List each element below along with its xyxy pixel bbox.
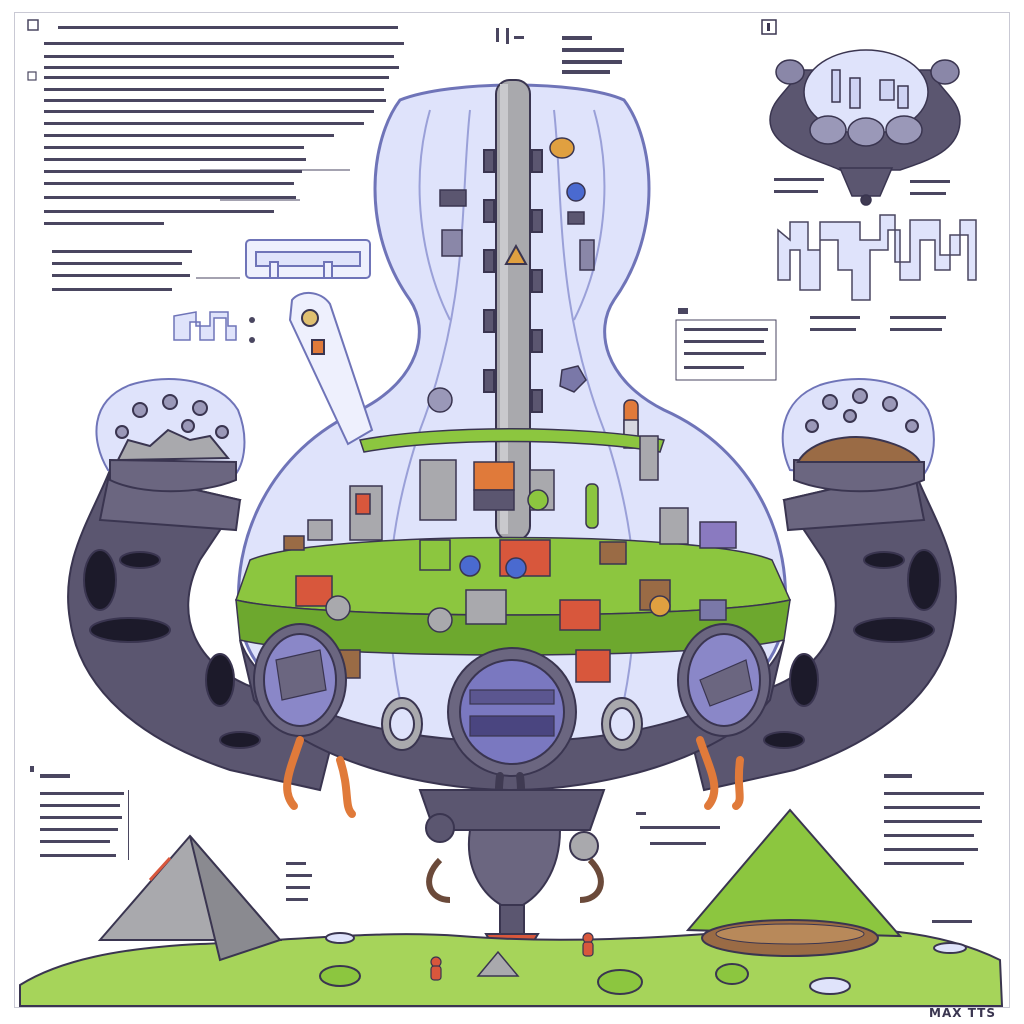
dome-left xyxy=(95,378,246,493)
dome-right xyxy=(781,378,935,493)
skyline-section xyxy=(777,214,977,301)
mini-module-labels xyxy=(774,178,950,195)
annotation-bottom-right xyxy=(884,774,984,923)
leader-lines-left xyxy=(196,169,350,279)
mini-module-top-right xyxy=(769,49,961,206)
artist-signature: MAX TTS xyxy=(929,1006,996,1020)
garden-level xyxy=(235,428,792,683)
skyline-labels xyxy=(810,316,946,331)
annotation-bottom-left xyxy=(30,766,129,860)
text-block-top-left xyxy=(27,19,404,291)
annotation-bottom-center xyxy=(286,812,720,901)
top-bracket xyxy=(245,239,371,279)
upper-devices xyxy=(427,137,639,449)
poster-frame xyxy=(14,12,1010,1008)
annotation-box-right xyxy=(675,308,777,381)
schematic-left xyxy=(173,311,255,343)
pyramid-right xyxy=(685,808,903,957)
lower-thruster xyxy=(418,789,606,945)
central-column xyxy=(483,79,543,541)
corner-marker xyxy=(761,19,777,35)
side-lamps xyxy=(381,697,643,751)
pyramid-small xyxy=(476,950,520,977)
porthole-right xyxy=(677,623,771,737)
pyramid-left xyxy=(97,834,283,962)
astronaut-figures xyxy=(430,932,594,981)
label-top-center xyxy=(496,28,624,74)
side-tube-left xyxy=(288,292,374,446)
porthole-center xyxy=(447,647,577,777)
porthole-left xyxy=(253,623,347,737)
